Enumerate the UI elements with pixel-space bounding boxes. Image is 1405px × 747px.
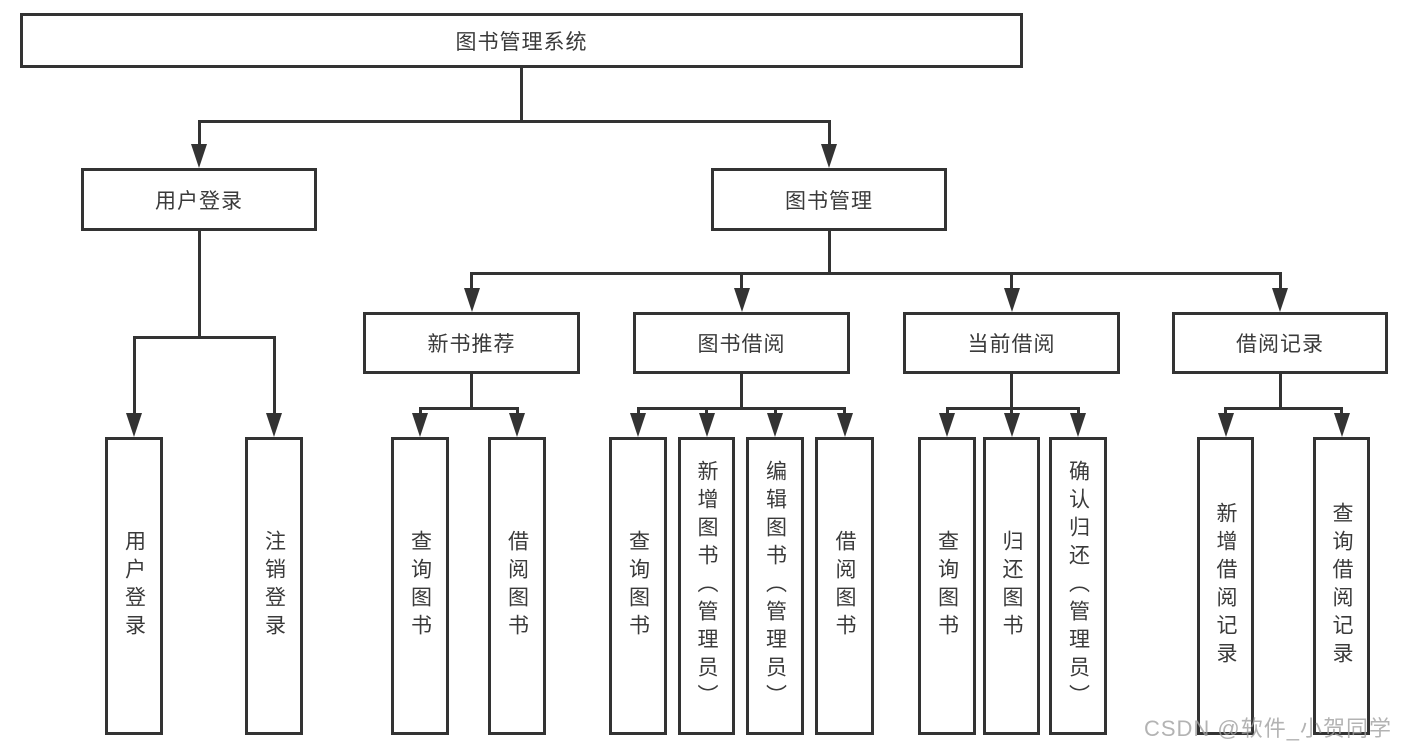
- connector-line: [418, 407, 422, 415]
- connector-line: [1010, 374, 1013, 410]
- arrow-down-icon: [1003, 288, 1020, 312]
- node-book-mgmt: 图书管理: [711, 168, 947, 231]
- connector-line: [1278, 374, 1282, 410]
- connector-line: [197, 120, 201, 146]
- node-borrow-records: 借阅记录: [1172, 312, 1388, 374]
- arrow-down-icon: [509, 413, 525, 437]
- connector-line: [740, 272, 743, 290]
- connector-line: [132, 336, 276, 339]
- node-new-books: 新书推荐: [363, 312, 580, 374]
- node-label: 当前借阅: [967, 333, 1056, 356]
- connector-line: [827, 231, 831, 275]
- arrow-down-icon: [1003, 413, 1020, 437]
- connector-line: [843, 407, 846, 415]
- connector-line: [470, 272, 1282, 275]
- connector-line: [827, 120, 831, 146]
- connector-line: [520, 68, 523, 123]
- node-user-login: 用户登录: [81, 168, 317, 231]
- connector-line: [636, 407, 640, 415]
- arrow-down-icon: [412, 413, 428, 437]
- arrow-down-icon: [939, 413, 955, 437]
- node-bb-add: 新增图书（管理员）: [678, 437, 735, 735]
- node-br-query: 查询借阅记录: [1313, 437, 1370, 735]
- node-label: 注销登录: [262, 530, 286, 642]
- node-label: 新增图书（管理员）: [695, 460, 718, 712]
- node-label: 编辑图书（管理员）: [763, 460, 787, 712]
- connector-line: [197, 231, 201, 339]
- node-cb-query: 查询图书: [918, 437, 976, 735]
- connector-line: [945, 407, 949, 415]
- connector-line: [1076, 407, 1080, 415]
- connector-line: [515, 407, 519, 415]
- arrow-down-icon: [630, 413, 646, 437]
- node-cb-return: 归还图书: [983, 437, 1040, 735]
- node-label: 查询图书: [626, 530, 650, 642]
- node-root: 图书管理系统: [20, 13, 1023, 68]
- connector-line: [470, 374, 473, 410]
- connector-line: [636, 407, 846, 410]
- arrow-down-icon: [733, 288, 750, 312]
- arrow-down-icon: [698, 413, 715, 437]
- node-label: 图书借阅: [697, 333, 786, 356]
- arrow-down-icon: [463, 288, 480, 312]
- node-label: 借阅记录: [1236, 333, 1324, 356]
- node-cb-confirm: 确认归还（管理员）: [1049, 437, 1107, 735]
- node-label: 查询图书: [935, 530, 959, 642]
- connector-line: [1224, 407, 1227, 415]
- arrow-down-icon: [767, 413, 783, 437]
- connector-line: [1010, 272, 1013, 290]
- node-label: 用户登录: [122, 530, 146, 642]
- node-label: 用户登录: [155, 189, 243, 213]
- arrow-down-icon: [1070, 413, 1086, 437]
- node-current-borrow: 当前借阅: [903, 312, 1120, 374]
- connector-line: [418, 407, 519, 410]
- arrow-down-icon: [821, 144, 837, 168]
- arrow-down-icon: [836, 413, 853, 437]
- node-bb-query: 查询图书: [609, 437, 667, 735]
- node-label: 借阅图书: [833, 530, 856, 642]
- connector-line: [705, 407, 708, 415]
- node-label: 新书推荐: [427, 333, 516, 356]
- arrow-down-icon: [1272, 288, 1288, 312]
- connector-line: [773, 407, 777, 415]
- node-logout: 注销登录: [245, 437, 303, 735]
- connector-line: [272, 336, 276, 415]
- node-login: 用户登录: [105, 437, 163, 735]
- connector-line: [1340, 407, 1343, 415]
- node-nb-query: 查询图书: [391, 437, 449, 735]
- connector-line: [1010, 407, 1013, 415]
- node-label: 图书管理: [785, 189, 873, 213]
- node-bb-edit: 编辑图书（管理员）: [746, 437, 804, 735]
- connector-line: [1278, 272, 1282, 290]
- csdn-watermark: CSDN @软件_小贺同学: [1143, 716, 1392, 741]
- node-label: 借阅图书: [505, 530, 529, 642]
- connector-line: [740, 374, 743, 410]
- connector-line: [132, 336, 136, 415]
- node-label: 图书管理系统: [455, 30, 588, 54]
- connector-line: [1224, 407, 1343, 410]
- connector-line: [470, 272, 473, 290]
- arrow-down-icon: [1217, 413, 1234, 437]
- node-label: 确认归还（管理员）: [1066, 460, 1090, 712]
- node-label: 查询图书: [408, 530, 432, 642]
- arrow-down-icon: [1333, 413, 1350, 437]
- node-nb-borrow: 借阅图书: [488, 437, 546, 735]
- node-bb-borrow: 借阅图书: [815, 437, 874, 735]
- arrow-down-icon: [126, 413, 142, 437]
- node-br-add: 新增借阅记录: [1197, 437, 1254, 735]
- node-label: 归还图书: [1000, 530, 1023, 642]
- arrow-down-icon: [191, 144, 207, 168]
- connector-line: [197, 120, 831, 123]
- node-label: 查询借阅记录: [1330, 502, 1353, 670]
- node-book-borrow: 图书借阅: [633, 312, 850, 374]
- arrow-down-icon: [266, 413, 282, 437]
- node-label: 新增借阅记录: [1214, 502, 1237, 670]
